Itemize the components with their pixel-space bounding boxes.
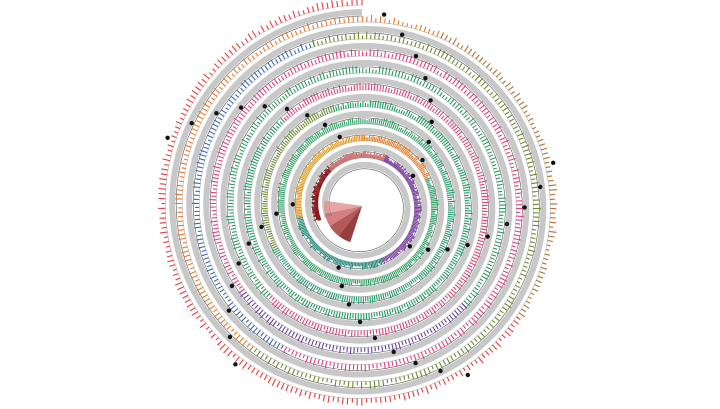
organism-silhouette-icon xyxy=(413,53,419,59)
clade-segment xyxy=(226,65,507,309)
organism-silhouette-icon xyxy=(425,247,431,252)
organism-silhouette-icon xyxy=(400,32,405,37)
organism-silhouette-icon xyxy=(423,76,428,81)
gray-band xyxy=(169,9,547,395)
organism-silhouette-icon xyxy=(336,265,341,270)
organism-silhouette-icon xyxy=(274,211,279,216)
clade-segment xyxy=(440,33,558,321)
clade-segment xyxy=(191,40,316,349)
clade-segment xyxy=(248,31,541,389)
organism-silhouette-icon xyxy=(226,308,232,313)
organism-silhouette-icon xyxy=(346,302,352,307)
clade-segment xyxy=(328,150,388,172)
organism-silhouette-icon xyxy=(305,113,310,118)
clade-segment xyxy=(209,49,524,372)
organism-silhouette-icon xyxy=(485,234,490,239)
organism-silhouette-icon xyxy=(214,111,219,116)
organism-silhouette-icon xyxy=(426,139,431,145)
clade-segment xyxy=(174,14,445,350)
organism-silhouette-icon xyxy=(504,221,510,227)
organism-silhouette-icon xyxy=(413,360,418,366)
organism-silhouette-icon xyxy=(407,244,413,249)
organism-silhouette-icon xyxy=(465,372,470,378)
clade-segment xyxy=(271,138,456,305)
central-tree-wedge xyxy=(329,206,362,236)
clade-segment xyxy=(311,165,333,221)
organism-silhouette-icon xyxy=(339,283,344,289)
organism-silhouette-icon xyxy=(420,157,425,163)
organism-silhouette-icon xyxy=(246,241,251,246)
central-tree-wedge xyxy=(324,206,362,227)
clade-segment xyxy=(380,154,423,264)
organism-silhouette-icon xyxy=(262,104,267,109)
organism-silhouette-icon xyxy=(337,134,342,140)
organism-silhouette-icon xyxy=(189,121,194,126)
central-tree-wedge xyxy=(324,200,362,214)
organism-silhouette-icon xyxy=(322,122,328,128)
central-tree-wedge xyxy=(338,206,362,243)
clade-segment xyxy=(158,0,520,406)
organism-silhouette-icon xyxy=(227,334,233,340)
clade-segment xyxy=(362,134,430,181)
organism-silhouette-icon xyxy=(428,98,433,103)
organism-silhouette-icon xyxy=(236,261,241,266)
clade-segment xyxy=(261,105,336,251)
organism-silhouette-icon xyxy=(438,368,443,374)
organism-silhouette-icon xyxy=(522,205,527,210)
organism-silhouette-icon xyxy=(372,335,378,341)
clade-segment xyxy=(243,100,473,321)
organism-silhouette-icon xyxy=(284,106,290,112)
clade-segment xyxy=(296,215,384,270)
organism-silhouette-icon xyxy=(391,349,396,355)
organism-silhouette-icon xyxy=(465,242,470,248)
organism-silhouette-icon xyxy=(551,160,556,165)
organism-silhouette-icon xyxy=(238,105,244,110)
clade-segment xyxy=(238,288,468,355)
organism-silhouette-icon xyxy=(381,12,387,17)
organism-silhouette-icon xyxy=(290,202,295,207)
organism-silhouette-icon xyxy=(445,247,450,252)
organism-silhouette-icon xyxy=(233,362,238,367)
organism-silhouette-icon xyxy=(165,135,170,140)
organism-silhouette-icon xyxy=(229,283,235,289)
organism-silhouette-icon xyxy=(410,173,416,178)
organism-silhouette-icon xyxy=(538,184,543,190)
organism-silhouette-icon xyxy=(429,119,434,125)
organism-silhouette-icon xyxy=(259,224,264,230)
clade-segment xyxy=(277,117,439,287)
organism-silhouette-icon xyxy=(357,319,363,325)
clade-segment xyxy=(266,82,490,338)
clade-segment xyxy=(293,133,364,218)
